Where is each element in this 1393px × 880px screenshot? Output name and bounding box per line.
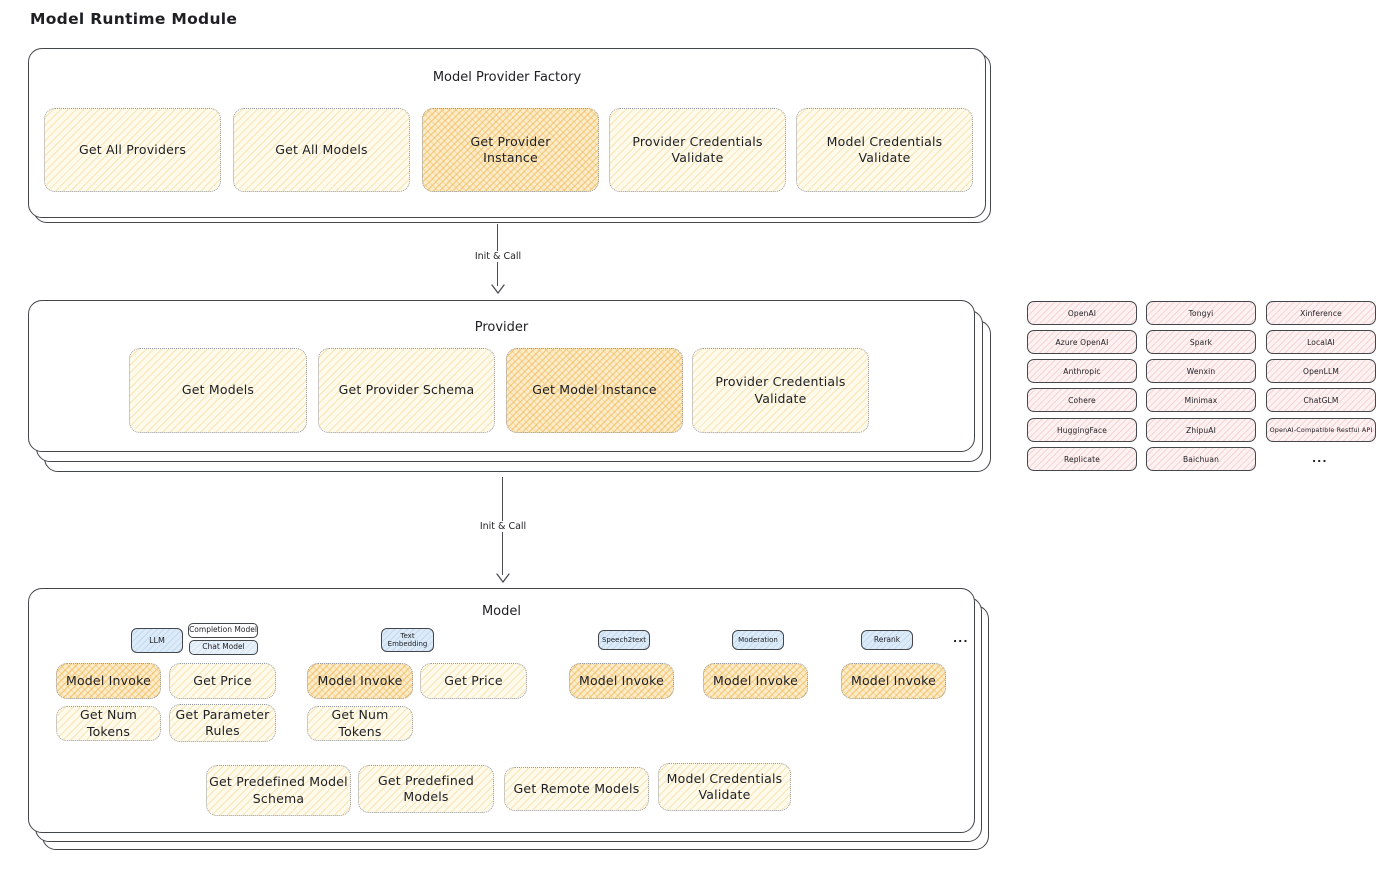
provider-pill-tongyi: Tongyi xyxy=(1146,301,1256,325)
provider-pill-wenxin: Wenxin xyxy=(1146,359,1256,383)
arrowhead-down-icon xyxy=(496,573,510,583)
text-embedding-get-price: Get Price xyxy=(420,663,527,699)
arrow-label-init-call-2: Init & Call xyxy=(466,521,540,532)
factory-get-all-models: Get All Models xyxy=(233,108,410,192)
provider-credentials-validate: Provider Credentials Validate xyxy=(692,348,869,433)
factory-box: Model Provider Factory Get All Providers… xyxy=(28,48,986,218)
model-credentials-validate: Model Credentials Validate xyxy=(658,763,791,811)
provider-pill-chatglm: ChatGLM xyxy=(1266,388,1376,412)
arrow-label-init-call-1: Init & Call xyxy=(461,251,535,262)
rerank-model-invoke: Model Invoke xyxy=(841,663,946,699)
arrowhead-down-icon xyxy=(491,284,505,294)
provider-pill-openllm: OpenLLM xyxy=(1266,359,1376,383)
tag-speech2text: Speech2text xyxy=(598,630,650,650)
provider-pill-minimax: Minimax xyxy=(1146,388,1256,412)
providers-more-ellipsis: ... xyxy=(1312,452,1328,465)
factory-provider-credentials-validate: Provider Credentials Validate xyxy=(609,108,786,192)
text-embedding-model-invoke: Model Invoke xyxy=(307,663,413,699)
provider-pill-zhipuai: ZhipuAI xyxy=(1146,418,1256,442)
tag-rerank: Rerank xyxy=(861,630,913,650)
provider-pill-anthropic: Anthropic xyxy=(1027,359,1137,383)
provider-pill-xinference: Xinference xyxy=(1266,301,1376,325)
factory-title: Model Provider Factory xyxy=(432,70,582,85)
llm-get-parameter-rules: Get Parameter Rules xyxy=(169,704,276,742)
get-predefined-models: Get Predefined Models xyxy=(358,765,494,813)
llm-get-price: Get Price xyxy=(169,663,276,699)
provider-pill-azure-openai: Azure OpenAI xyxy=(1027,330,1137,354)
get-remote-models: Get Remote Models xyxy=(504,767,649,811)
tag-llm: LLM xyxy=(131,628,183,653)
llm-model-invoke: Model Invoke xyxy=(56,663,161,699)
provider-pill-localai: LocalAI xyxy=(1266,330,1376,354)
speech2text-model-invoke: Model Invoke xyxy=(569,663,674,699)
get-predefined-model-schema: Get Predefined Model Schema xyxy=(206,765,351,816)
tag-completion-model: Completion Model xyxy=(188,623,258,638)
provider-pill-huggingface: HuggingFace xyxy=(1027,418,1137,442)
provider-pill-openai: OpenAI xyxy=(1027,301,1137,325)
page-title: Model Runtime Module xyxy=(30,10,238,28)
factory-get-provider-instance: Get Provider Instance xyxy=(422,108,599,192)
llm-get-num-tokens: Get Num Tokens xyxy=(56,706,161,741)
tag-text-embedding: Text Embedding xyxy=(381,628,434,652)
provider-get-model-instance: Get Model Instance xyxy=(506,348,683,433)
provider-pill-baichuan: Baichuan xyxy=(1146,447,1256,471)
tag-chat-model: Chat Model xyxy=(189,640,258,655)
provider-pill-replicate: Replicate xyxy=(1027,447,1137,471)
provider-get-provider-schema: Get Provider Schema xyxy=(318,348,495,433)
tag-moderation: Moderation xyxy=(732,630,784,650)
moderation-model-invoke: Model Invoke xyxy=(703,663,808,699)
provider-pill-spark: Spark xyxy=(1146,330,1256,354)
provider-title: Provider xyxy=(474,320,529,335)
provider-pill-cohere: Cohere xyxy=(1027,388,1137,412)
provider-pill-openai-compatible: OpenAI-Compatible Restful API xyxy=(1266,418,1376,442)
factory-get-all-providers: Get All Providers xyxy=(44,108,221,192)
model-title: Model xyxy=(481,604,522,619)
model-more-ellipsis: ... xyxy=(953,632,969,645)
text-embedding-get-num-tokens: Get Num Tokens xyxy=(307,706,413,741)
provider-get-models: Get Models xyxy=(129,348,307,433)
model-box: Model LLM Completion Model Chat Model Te… xyxy=(28,588,975,833)
provider-box: Provider Get Models Get Provider Schema … xyxy=(28,300,975,452)
factory-model-credentials-validate: Model Credentials Validate xyxy=(796,108,973,192)
